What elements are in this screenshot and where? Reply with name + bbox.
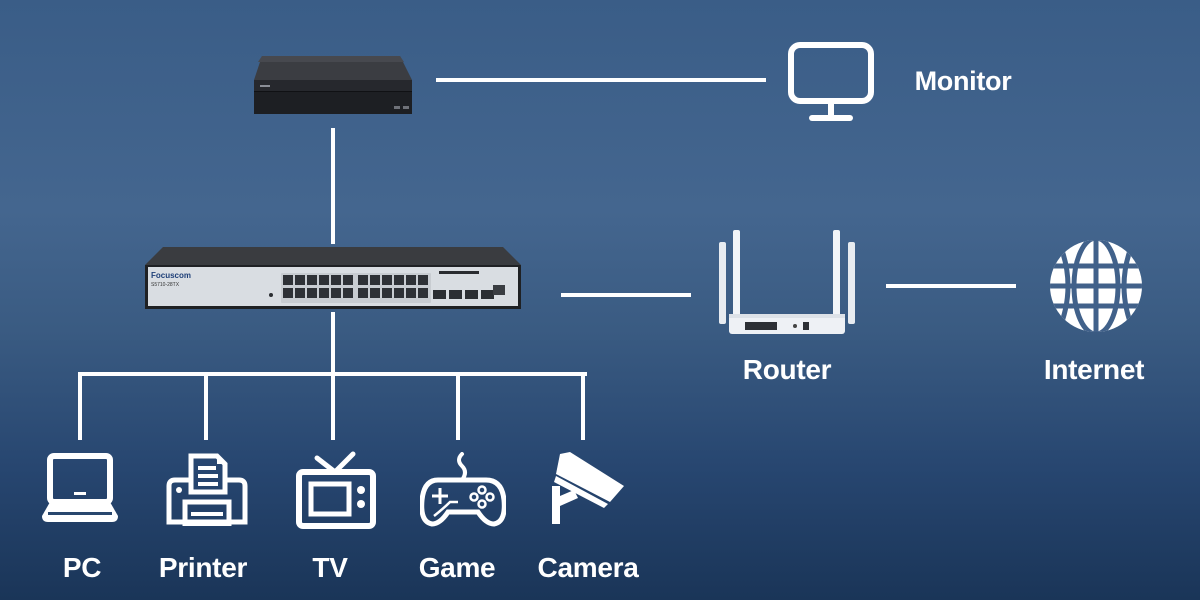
- nvr-device[interactable]: [252, 54, 416, 116]
- rj45-port: [295, 288, 305, 298]
- rj45-port: [406, 275, 416, 285]
- rj45-port: [358, 275, 368, 285]
- rj45-port: [319, 288, 329, 298]
- cctv-camera-icon[interactable]: [548, 450, 628, 530]
- nvr-device-graphic: [254, 56, 412, 114]
- rj45-port: [370, 288, 380, 298]
- monitor-icon[interactable]: [787, 41, 875, 125]
- rj45-port: [319, 275, 329, 285]
- printer-label: Printer: [158, 552, 248, 583]
- rj45-port: [283, 275, 293, 285]
- globe-icon-graphic: [1050, 240, 1142, 332]
- monitor-icon-graphic: [788, 42, 874, 121]
- camera-label: Camera: [537, 552, 639, 583]
- router-device[interactable]: [715, 228, 860, 334]
- rj45-port: [394, 288, 404, 298]
- router-label: Router: [742, 354, 832, 385]
- switch-model: S5710-28TX: [151, 282, 180, 288]
- link-switch-camera: [581, 372, 585, 440]
- laptop-icon-graphic: [42, 453, 118, 522]
- rj45-port: [295, 275, 305, 285]
- link-switch-router: [561, 293, 691, 297]
- link-nvr-monitor: [436, 78, 766, 82]
- cctv-camera-icon-graphic: [552, 452, 624, 524]
- monitor-label: Monitor: [914, 66, 1012, 96]
- link-nvr-switch: [331, 128, 335, 244]
- internet-label: Internet: [1043, 354, 1145, 385]
- rj45-port: [307, 288, 317, 298]
- rj45-port: [418, 275, 428, 285]
- network-switch-graphic: [145, 247, 521, 309]
- printer-icon-graphic: [166, 453, 248, 526]
- rj45-port: [382, 275, 392, 285]
- switch-brand: Focuscom: [151, 271, 192, 280]
- gamepad-icon-graphic: [420, 452, 506, 527]
- rj45-port: [307, 275, 317, 285]
- tv-label: TV: [312, 552, 348, 583]
- network-switch[interactable]: Focuscom S5710-28TX: [143, 245, 523, 311]
- rj45-port: [406, 288, 416, 298]
- rj45-port: [343, 275, 353, 285]
- laptop-icon[interactable]: [40, 452, 120, 524]
- rj45-port: [418, 288, 428, 298]
- rj45-port: [358, 288, 368, 298]
- rj45-port: [343, 288, 353, 298]
- link-switch-game: [456, 372, 460, 440]
- rj45-port: [331, 288, 341, 298]
- router-device-graphic: [719, 230, 855, 334]
- pc-label: PC: [62, 552, 102, 583]
- tv-icon[interactable]: [295, 450, 377, 530]
- link-switch-pc: [78, 372, 82, 440]
- link-router-internet: [886, 284, 1016, 288]
- globe-icon[interactable]: [1048, 238, 1144, 334]
- link-switch-trunk: [331, 312, 335, 376]
- rj45-port: [331, 275, 341, 285]
- rj45-port: [394, 275, 404, 285]
- tv-icon-graphic: [296, 451, 376, 529]
- printer-icon[interactable]: [165, 452, 249, 526]
- game-label: Game: [418, 552, 496, 583]
- rj45-port: [370, 275, 380, 285]
- link-switch-printer: [204, 372, 208, 440]
- switch-rj45-ports: [283, 275, 428, 298]
- rj45-port: [382, 288, 392, 298]
- gamepad-icon[interactable]: [420, 452, 506, 528]
- link-switch-tv: [331, 372, 335, 440]
- rj45-port: [283, 288, 293, 298]
